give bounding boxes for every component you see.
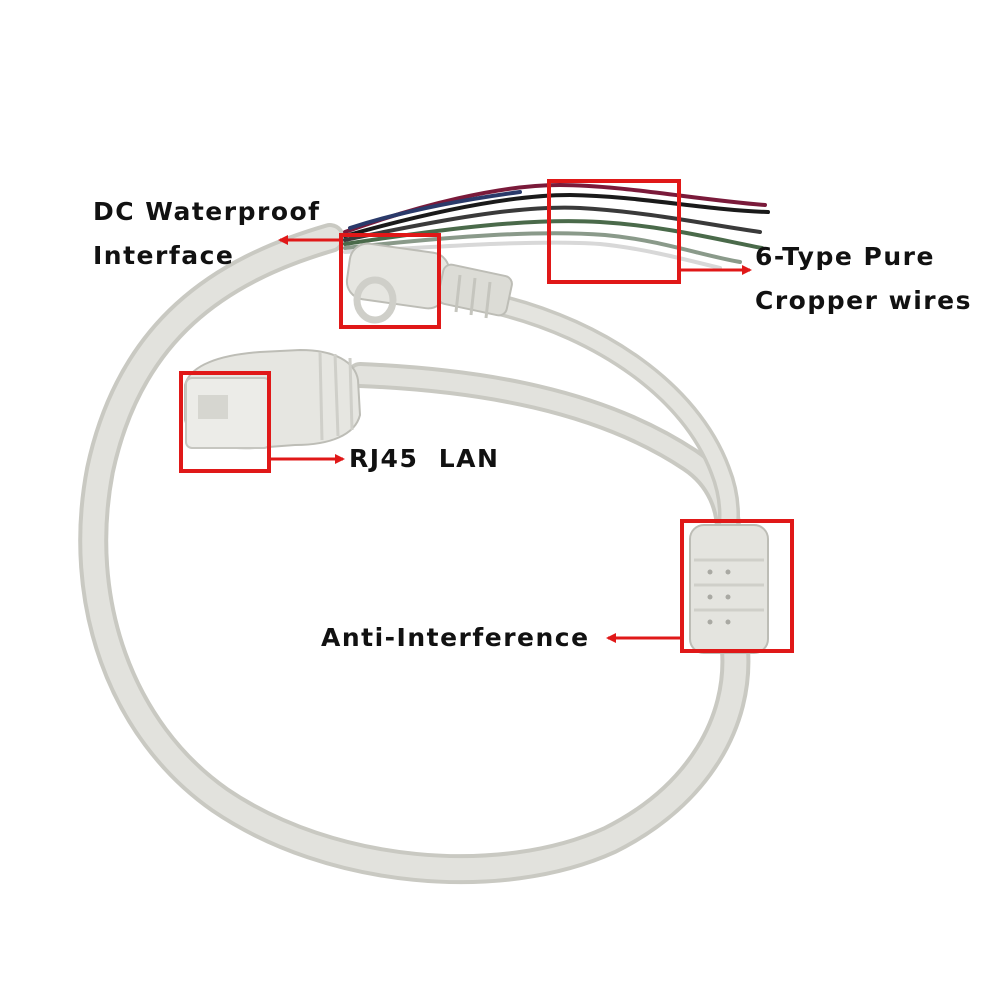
dc-waterproof-line2: Interface <box>93 241 235 270</box>
dc-waterproof-line1: DC Waterproof <box>93 197 321 226</box>
copper-wires-line1: 6-Type Pure <box>755 242 935 271</box>
rj45-text: RJ45 LAN <box>349 444 500 473</box>
ferrite-highlight-box <box>680 519 794 653</box>
ferrite-core <box>689 524 769 654</box>
wires-highlight-box <box>547 179 681 284</box>
copper-wires-line2: Cropper wires <box>755 286 972 315</box>
anti-interference-label: Anti-Interference <box>321 616 590 660</box>
dc-highlight-box <box>339 233 441 329</box>
arrows <box>269 235 752 643</box>
highlight-boxes <box>179 179 794 653</box>
anti-interference-text: Anti-Interference <box>321 623 590 652</box>
rj45-label: RJ45 LAN <box>349 437 499 481</box>
rj45-connector <box>184 348 362 450</box>
copper-wires-label: 6-Type Pure Cropper wires <box>755 235 972 323</box>
rj45-highlight-box <box>179 371 271 473</box>
cable-loop <box>78 223 751 885</box>
dc-connector <box>345 242 513 324</box>
wires-arrow <box>677 250 752 275</box>
dc-waterproof-label: DC Waterproof Interface <box>93 190 321 278</box>
copper-wires <box>343 182 770 270</box>
